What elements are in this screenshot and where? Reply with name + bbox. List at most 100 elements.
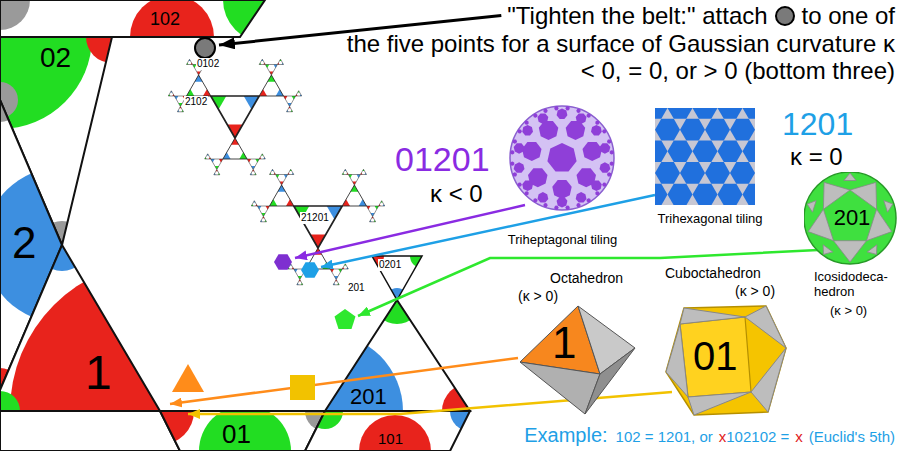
graphic-polygon [844,173,856,181]
graphic-polygon [578,306,635,374]
fractal-triangle [288,169,294,174]
square-point [290,375,315,400]
fractal-outline [360,169,366,174]
graphic-polygon [668,105,693,119]
graphic-polygon [693,184,718,206]
fractal-triangle [277,59,283,64]
cuboctahedron-figure: Cuboctahedron(κ > 0)01 [655,262,800,422]
triangle-point [172,364,204,392]
graphic-polygon [0,0,265,37]
graphic-polygon [543,203,547,207]
fractal-outline [370,217,376,222]
fractal-outline [296,91,302,96]
fractal-triangle [250,170,256,175]
graphic-polygon [602,183,606,187]
hexagon-point [301,262,319,278]
graphic-rect [655,108,755,205]
fractal-corner [187,89,195,96]
graphic-polygon [602,129,606,133]
fractal-outline [260,217,266,222]
fractal-triangle [342,185,366,206]
tile-word: 101 [378,430,403,447]
graphic-polygon [730,162,755,184]
fractal-outline [251,201,257,206]
fractal-triangle [259,59,265,64]
fractal-triangle [330,269,342,280]
graphic-polygon [538,113,549,124]
fractal-corner [286,199,294,206]
graphic-polygon [645,162,655,184]
fractal-corner [223,152,231,159]
graphic-polygon [807,201,816,213]
fractal-outline [348,175,360,186]
hexagon-point [274,254,292,270]
fractal-outline [367,206,379,217]
fractal-triangle [168,91,174,96]
fractal-outline [288,169,294,174]
curvature-note: (κ > 0) [735,283,775,299]
graphic-polygon [525,121,529,125]
fractal-triangle [251,201,257,206]
graphic-polygon [867,245,877,255]
tile-word: 102 [150,9,180,30]
tile-word: 2 [12,218,36,269]
graphic-polygon [655,162,680,184]
graphic-polygon [718,184,743,206]
fractal-triangle [284,96,296,107]
fractal-word: 2102 [184,96,208,108]
graphic-polygon [554,206,558,210]
fractal-corner [270,199,278,206]
graphic-polygon [513,139,517,143]
graphic-polygon [565,106,569,110]
graphic-polygon [718,141,743,163]
fractal-word: 0102 [196,58,220,70]
fractal-triangle [265,65,277,76]
fractal-outline [294,206,342,248]
graphic-circle [359,415,431,451]
graphic-polygon [305,411,470,451]
graphic-circle [776,7,794,25]
graphic-polygon [576,109,580,113]
example-text: 102 = 1201, or [616,428,713,445]
graphic-polygon [823,245,833,255]
fractal-outline [214,170,220,175]
fractal-corner [276,89,284,96]
graphic-polygon [566,121,586,140]
heading-text: "Tighten the belt:" attach [507,2,767,29]
fractal-corner [239,152,247,159]
graphic-polygon [751,348,786,412]
tile-word: 201 [350,384,387,409]
graphic-polygon [583,142,603,161]
graphic-polygon [160,411,325,451]
fractal-outline [330,269,342,280]
fractal-outline [259,59,265,64]
graphic-polygon [600,162,611,172]
graphic-polygon [755,119,775,141]
fractal-outline [250,170,256,175]
fractal-triangle [187,59,193,64]
fractal-triangle [370,217,376,222]
fractal-outline [168,91,174,96]
fractal-corner [278,185,286,192]
graphic-circle [0,78,22,122]
graphic-polygon [587,198,591,202]
graphic-polygon [565,206,569,210]
fractal-outline [379,201,385,206]
shape-drawing [804,172,900,322]
graphic-polygon [607,139,611,143]
graphic-polygon [595,121,599,125]
tiling-square: Trihexagonal tiling [645,105,775,230]
heading-row: "Tighten the belt:" attachto one of [507,2,895,29]
word-label: 01201 [395,140,490,179]
graphic-polygon [522,142,542,161]
fractal-triangle [379,201,385,206]
fractal-outline [333,280,339,285]
example-text: x [719,428,727,445]
fractal-triangle [348,175,360,186]
solid-name: Icosidodeca- hedron [814,270,900,300]
graphic-polygon [645,205,655,227]
graphic-polygon [514,162,525,172]
graphic-polygon [666,306,786,415]
fractal-outline [297,280,303,285]
fractal-word: 21201 [300,212,330,224]
